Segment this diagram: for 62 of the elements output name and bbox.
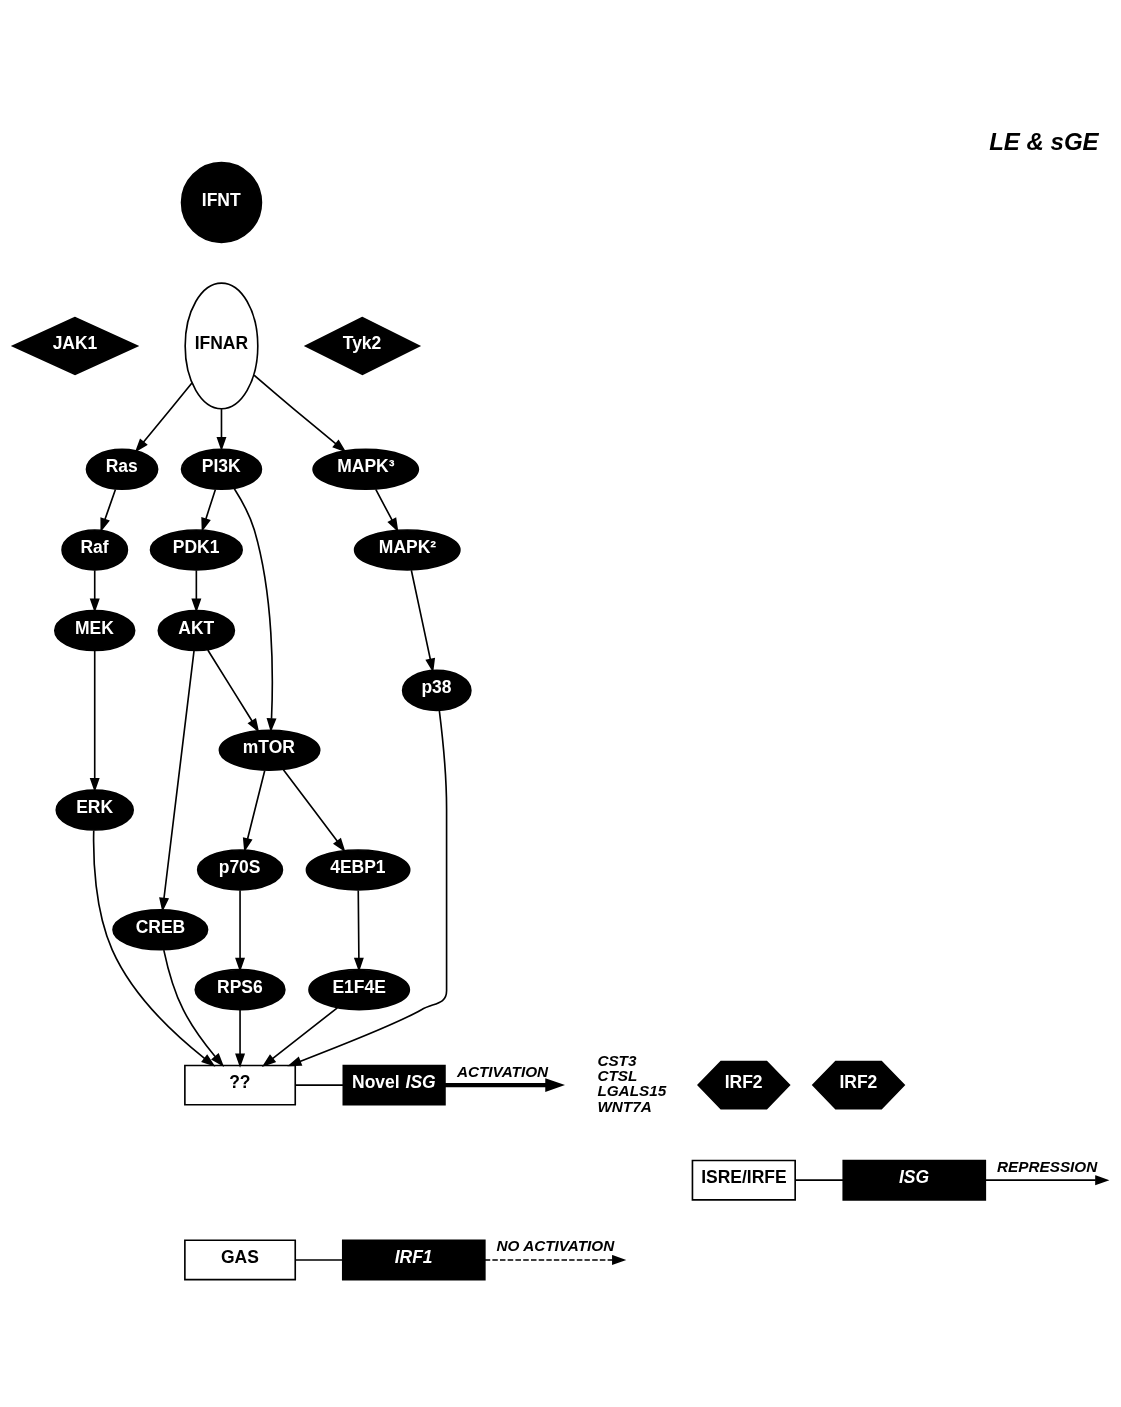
- node-box: ISG: [842, 1159, 987, 1201]
- node-box: Novel ISG: [342, 1064, 446, 1106]
- node-ellipse: mTOR: [218, 729, 321, 772]
- arrow: [163, 949, 225, 1068]
- arrow: [134, 382, 193, 453]
- node-ellipse: MEK: [53, 609, 136, 652]
- node-ellipse: p70S: [196, 849, 284, 891]
- arrow: [282, 768, 346, 853]
- arrow: [253, 374, 347, 453]
- arrow: [242, 769, 266, 853]
- node-label: WNT7A: [597, 1097, 652, 1115]
- node-box: ISRE/IRFE: [691, 1159, 796, 1201]
- node-ellipse: p38: [401, 669, 472, 712]
- arrow: [89, 650, 100, 793]
- node-ellipse: PI3K: [180, 448, 263, 491]
- node-ellipse: AKT: [157, 609, 236, 652]
- arrow: [374, 488, 399, 533]
- node-label: CST3: [597, 1051, 637, 1069]
- node-diamond: JAK1: [10, 316, 140, 376]
- arrow: [353, 889, 364, 972]
- arrow: [89, 569, 100, 613]
- node-ellipse: Raf: [61, 529, 129, 571]
- node-ellipse: RPS6: [194, 968, 286, 1011]
- arrow: [159, 649, 195, 912]
- node-ellipse: Ras: [85, 448, 159, 491]
- node-label: LGALS15: [597, 1082, 667, 1100]
- node-box: GAS: [184, 1239, 297, 1281]
- arrow: [235, 1009, 246, 1068]
- node-diamond: Tyk2: [303, 316, 422, 376]
- edge-label: REPRESSION: [997, 1157, 1098, 1175]
- connector: [294, 1084, 345, 1086]
- arrow: [445, 1078, 565, 1093]
- node-ellipse: 4EBP1: [305, 849, 411, 891]
- arrow: [287, 709, 448, 1067]
- connector: [294, 1259, 344, 1261]
- arrow: [984, 1175, 1110, 1186]
- node-ellipse: IFNAR: [184, 282, 259, 410]
- node-ellipse: CREB: [112, 909, 209, 951]
- arrow: [233, 487, 277, 733]
- node-box: ??: [184, 1064, 297, 1106]
- arrow: [92, 829, 216, 1067]
- node-ellipse: MAPK³: [312, 448, 420, 491]
- arrow: [191, 569, 202, 613]
- node-ellipse: ERK: [55, 789, 134, 831]
- arrow: [410, 569, 436, 673]
- arrow: [261, 1007, 339, 1067]
- node-ellipse: MAPK²: [353, 529, 461, 571]
- arrow: [201, 488, 217, 533]
- edge-label: NO ACTIVATION: [496, 1237, 615, 1255]
- arrow: [484, 1255, 627, 1265]
- node-ellipse: PDK1: [149, 529, 243, 571]
- diagram-title: LE & sGE: [989, 127, 1099, 155]
- arrow: [216, 408, 227, 452]
- node-ellipse: E1F4E: [308, 968, 411, 1011]
- edge-label: ACTIVATION: [456, 1062, 549, 1080]
- node-circle: IFNT: [180, 161, 263, 244]
- node-label: CTSL: [597, 1066, 638, 1084]
- connector: [794, 1179, 845, 1181]
- node-box: IRF1: [341, 1239, 486, 1281]
- arrow: [206, 649, 260, 733]
- arrow: [100, 488, 117, 533]
- arrow: [235, 889, 246, 972]
